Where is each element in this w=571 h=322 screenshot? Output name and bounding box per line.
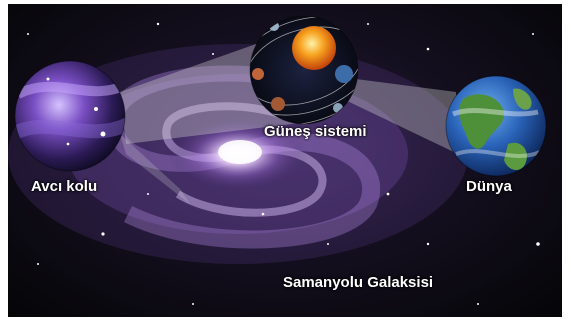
orion-arm-globe-icon xyxy=(14,60,126,172)
earth-label: Dünya xyxy=(466,178,512,195)
stars xyxy=(27,22,540,305)
orion-arm-label: Avcı kolu xyxy=(31,178,98,195)
scene-graphic xyxy=(8,15,547,305)
earth-globe-icon xyxy=(445,75,547,177)
milky-way-illustration: Avcı kolu Güneş sistemi Dünya Samanyolu … xyxy=(8,4,562,317)
solar-system-globe-icon xyxy=(249,15,359,125)
solar-system-label: Güneş sistemi xyxy=(264,123,367,140)
milky-way-label: Samanyolu Galaksisi xyxy=(283,274,434,291)
zoom-cone-orion xyxy=(120,134,190,204)
